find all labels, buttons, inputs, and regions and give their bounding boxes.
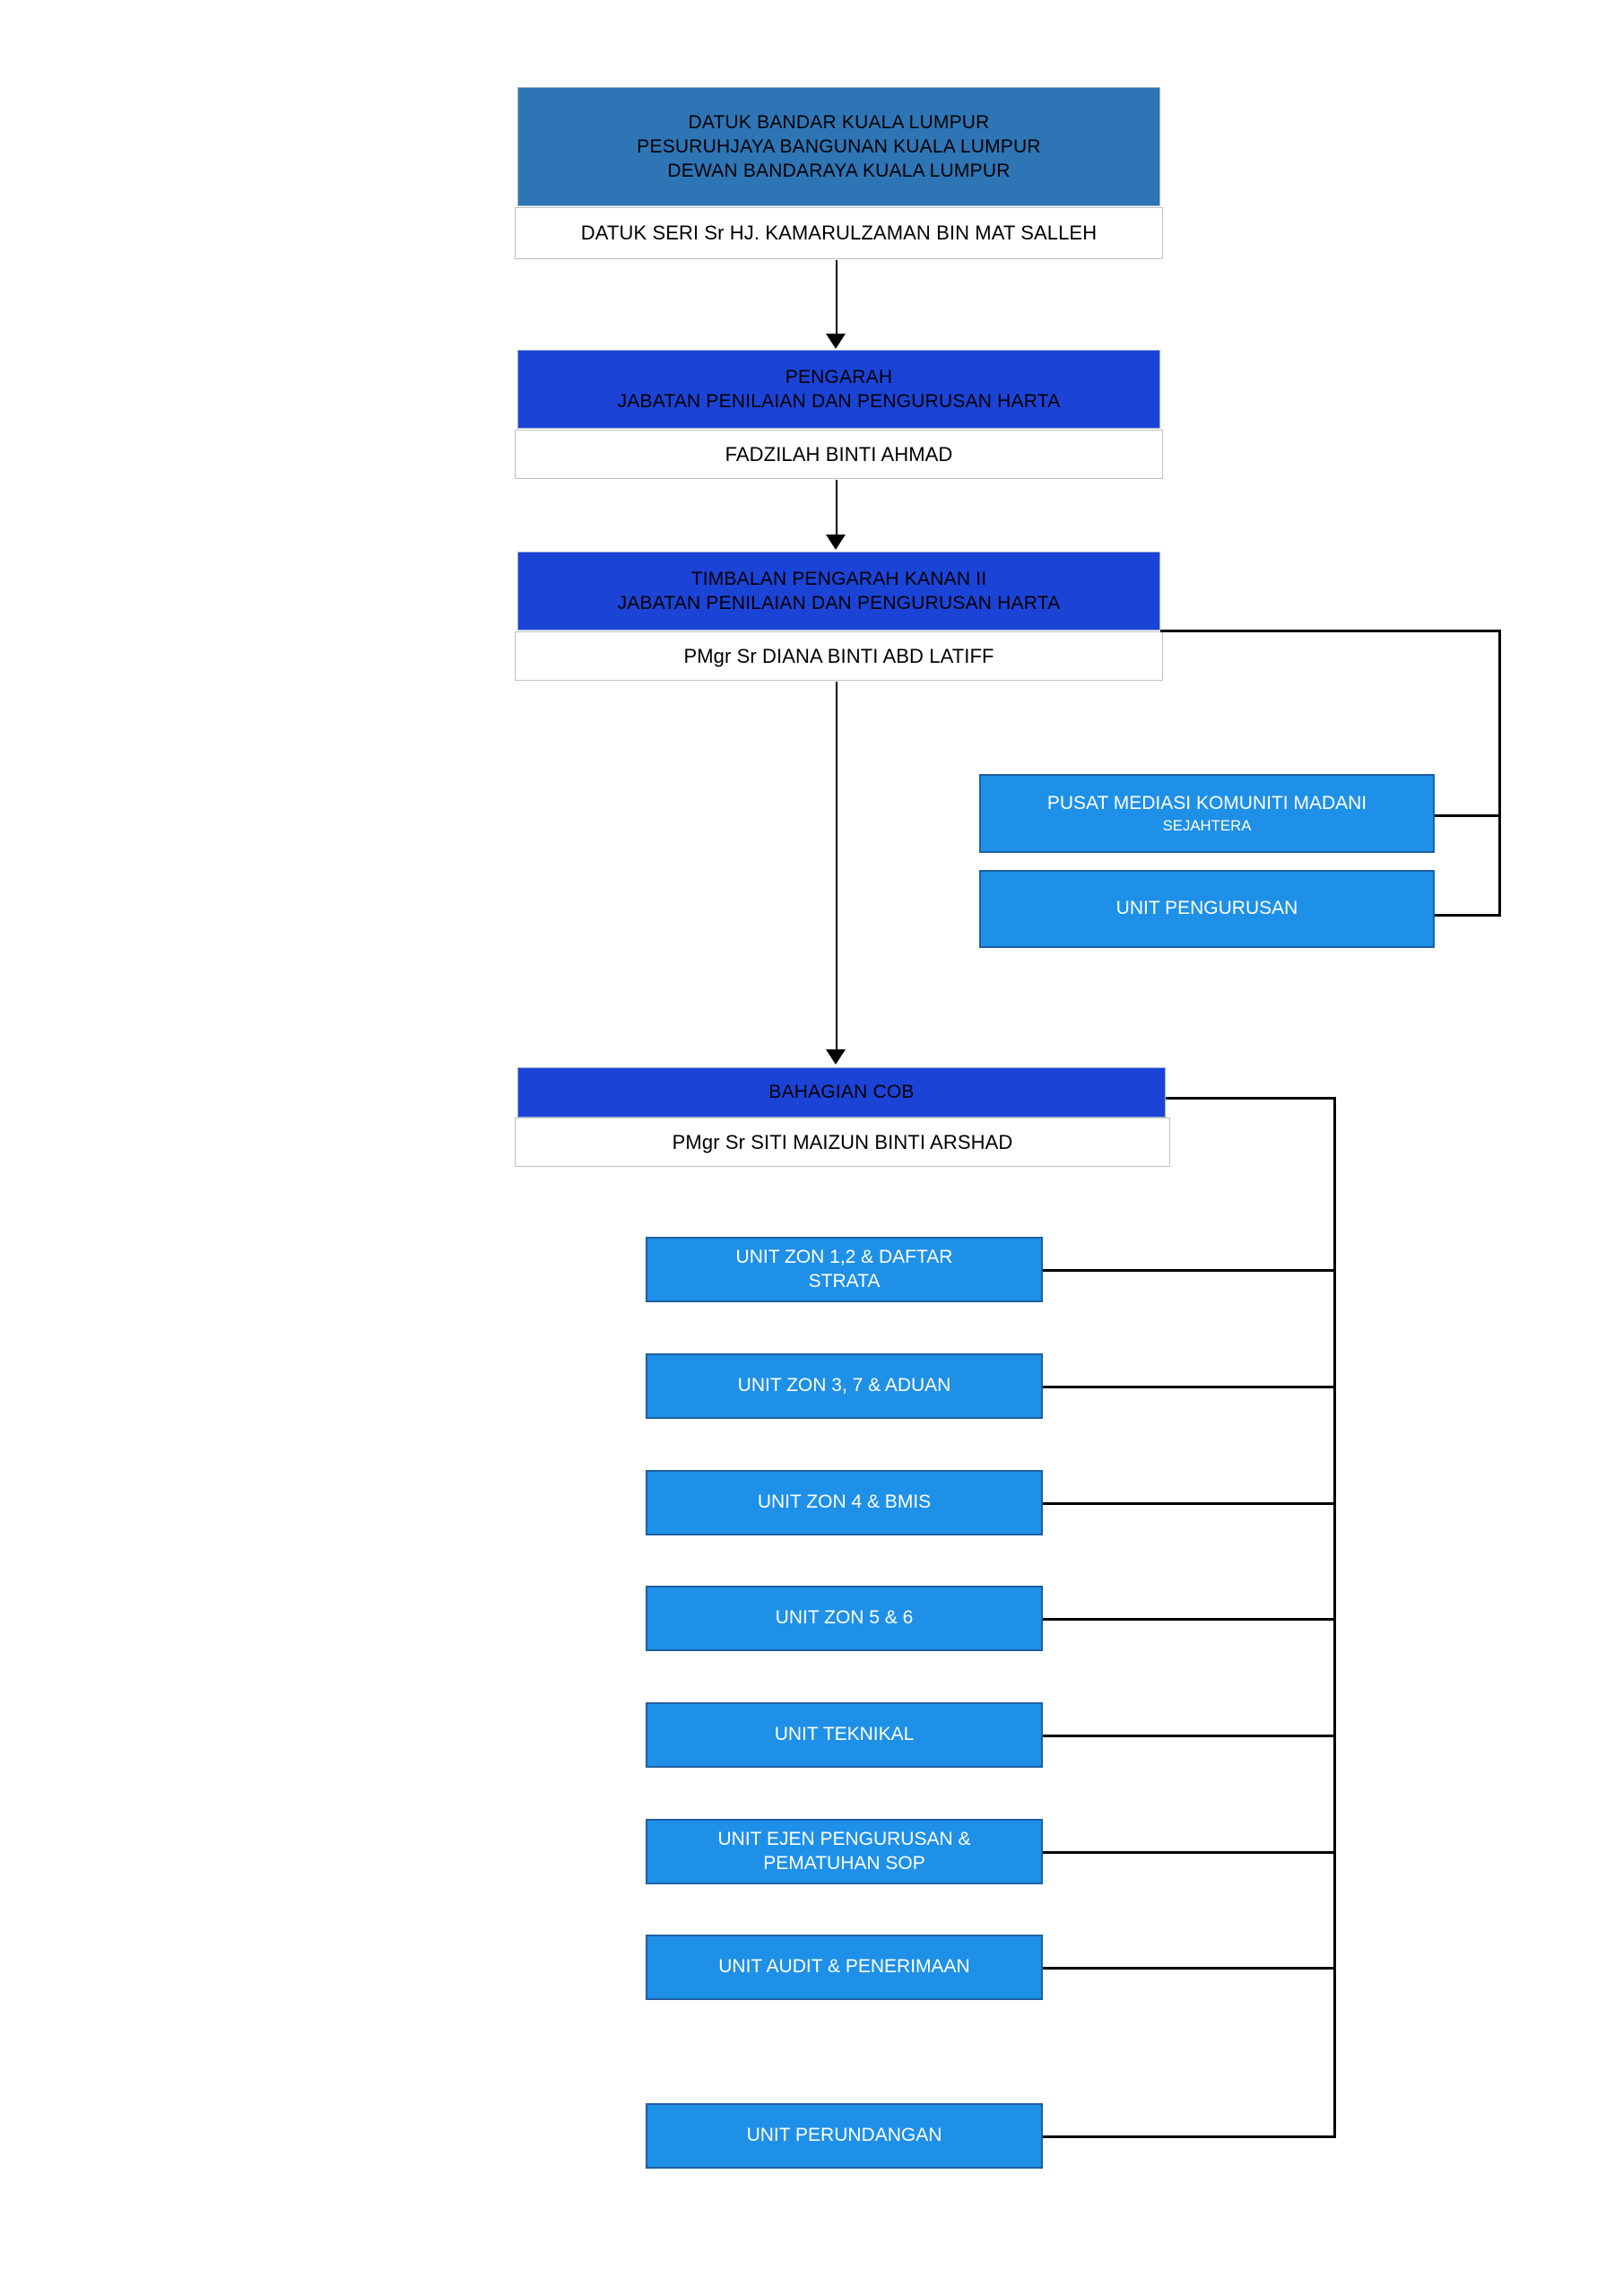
deputy-title-line-2: JABATAN PENILAIAN DAN PENGURUSAN HARTA	[617, 593, 1061, 613]
unit-box-audit-penerimaan[interactable]: UNIT AUDIT & PENERIMAAN	[646, 1935, 1043, 2000]
mayor-title-line-1: DATUK BANDAR KUALA LUMPUR	[688, 111, 990, 133]
node-director-title[interactable]: PENGARAH JABATAN PENILAIAN DAN PENGURUSA…	[517, 350, 1160, 429]
connector-cob-to-unit-2	[1041, 1386, 1336, 1388]
node-cob-division-title[interactable]: BAHAGIAN COB	[517, 1067, 1166, 1118]
arrow-deputy-to-cob-icon	[826, 1049, 846, 1065]
connector-cob-bracket-vertical	[1333, 1097, 1336, 2137]
arrow-mayor-to-director-icon	[826, 334, 846, 349]
connector-deputy-bracket-top	[1160, 630, 1501, 632]
connector-cob-to-unit-5	[1041, 1735, 1336, 1737]
connector-cob-to-unit-6	[1041, 1851, 1336, 1854]
unit-pengurusan-label: UNIT PENGURUSAN	[1115, 898, 1298, 919]
connector-cob-to-unit-1	[1041, 1269, 1336, 1272]
connector-mayor-to-director	[836, 260, 838, 335]
connector-deputy-bracket-vertical	[1498, 630, 1501, 917]
cob-unit-1-sublabel: STRATA	[808, 1270, 881, 1292]
unit-box-zon-4-bmis[interactable]: UNIT ZON 4 & BMIS	[646, 1470, 1043, 1535]
mayor-title-line-3: DEWAN BANDARAYA KUALA LUMPUR	[667, 161, 1011, 182]
mayor-title-line-2: PESURUHJAYA BANGUNAN KUALA LUMPUR	[637, 135, 1041, 157]
unit-box-ejen-pengurusan-pematuhan-sop[interactable]: UNIT EJEN PENGURUSAN & PEMATUHAN SOP	[646, 1819, 1043, 1884]
cob-unit-1-label: UNIT ZON 1,2 & DAFTAR	[735, 1247, 953, 1268]
deputy-title-line-1: TIMBALAN PENGARAH KANAN II	[690, 568, 987, 589]
node-deputy-director-name[interactable]: PMgr Sr DIANA BINTI ABD LATIFF	[515, 631, 1163, 681]
connector-cob-to-unit-8	[1041, 2135, 1336, 2138]
cob-unit-5-label: UNIT TEKNIKAL	[774, 1724, 915, 1745]
connector-deputy-to-pengurusan	[1433, 914, 1501, 917]
unit-box-pusat-mediasi[interactable]: PUSAT MEDIASI KOMUNITI MADANI SEJAHTERA	[979, 774, 1435, 853]
pusat-mediasi-label: PUSAT MEDIASI KOMUNITI MADANI	[1046, 793, 1367, 814]
connector-deputy-to-cob	[836, 682, 838, 1051]
cob-unit-8-label: UNIT PERUNDANGAN	[746, 2125, 942, 2146]
unit-box-zon-5-6[interactable]: UNIT ZON 5 & 6	[646, 1586, 1043, 1651]
node-mayor-title[interactable]: DATUK BANDAR KUALA LUMPUR PESURUHJAYA BA…	[517, 87, 1160, 206]
unit-box-teknikal[interactable]: UNIT TEKNIKAL	[646, 1702, 1043, 1768]
connector-cob-to-unit-4	[1041, 1618, 1336, 1621]
cob-unit-6-label: UNIT EJEN PENGURUSAN &	[717, 1829, 971, 1850]
connector-cob-to-unit-7	[1041, 1967, 1336, 1970]
cob-unit-7-label: UNIT AUDIT & PENERIMAAN	[718, 1956, 970, 1978]
cob-unit-6-sublabel: PEMATUHAN SOP	[763, 1852, 925, 1874]
connector-cob-bracket-top	[1166, 1097, 1336, 1100]
director-title-line-2: JABATAN PENILAIAN DAN PENGURUSAN HARTA	[617, 391, 1061, 412]
connector-director-to-deputy	[836, 480, 838, 536]
unit-box-zon-3-7-aduan[interactable]: UNIT ZON 3, 7 & ADUAN	[646, 1353, 1043, 1419]
unit-box-unit-pengurusan[interactable]: UNIT PENGURUSAN	[979, 870, 1435, 948]
director-title-line-1: PENGARAH	[785, 366, 893, 387]
unit-box-zon-1-2-daftar-strata[interactable]: UNIT ZON 1,2 & DAFTAR STRATA	[646, 1237, 1043, 1302]
node-director-name[interactable]: FADZILAH BINTI AHMAD	[515, 430, 1163, 479]
cob-unit-4-label: UNIT ZON 5 & 6	[775, 1607, 914, 1629]
arrow-director-to-deputy-icon	[826, 535, 846, 550]
cob-unit-2-label: UNIT ZON 3, 7 & ADUAN	[737, 1375, 951, 1396]
node-deputy-director-title[interactable]: TIMBALAN PENGARAH KANAN II JABATAN PENIL…	[517, 552, 1160, 631]
cob-title-line-1: BAHAGIAN COB	[768, 1082, 915, 1103]
pusat-mediasi-sublabel: SEJAHTERA	[1162, 816, 1252, 834]
node-cob-division-name[interactable]: PMgr Sr SITI MAIZUN BINTI ARSHAD	[515, 1118, 1170, 1167]
connector-cob-to-unit-3	[1041, 1502, 1336, 1505]
connector-deputy-to-mediasi	[1433, 814, 1501, 817]
cob-unit-3-label: UNIT ZON 4 & BMIS	[757, 1492, 932, 1513]
node-mayor-name[interactable]: DATUK SERI Sr HJ. KAMARULZAMAN BIN MAT S…	[515, 207, 1163, 259]
unit-box-perundangan[interactable]: UNIT PERUNDANGAN	[646, 2103, 1043, 2169]
